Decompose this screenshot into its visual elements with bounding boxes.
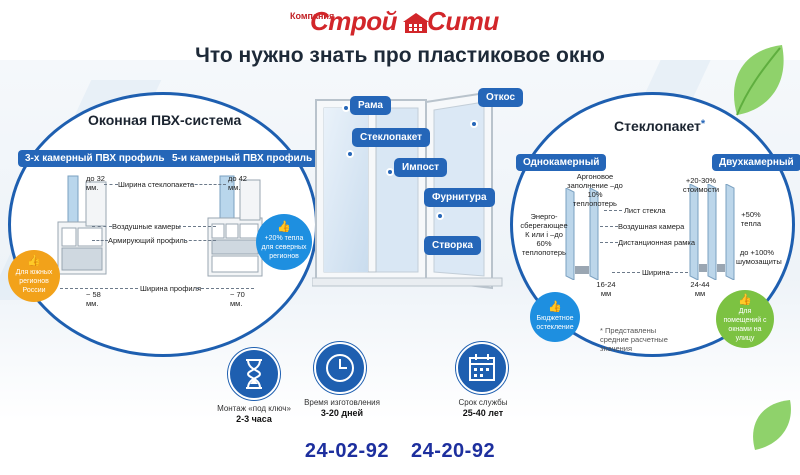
leader-line <box>600 242 618 243</box>
cost-note: +20-30% стоимости <box>682 176 720 194</box>
phone-2[interactable]: 24-20-92 <box>411 440 496 462</box>
install-time-caption: Монтаж «под ключ» 2-3 часа <box>208 404 300 424</box>
leader-line <box>92 226 112 227</box>
service-caption-text: Срок службы <box>458 398 508 407</box>
leader-line <box>60 288 138 289</box>
service-value-text: 25-40 лет <box>462 408 504 418</box>
badge-south-regions: 👍 Для южных регионов России <box>8 250 60 302</box>
width-label: Ширина <box>642 268 670 277</box>
leader-line <box>92 240 108 241</box>
single-width-value: 16-24 мм <box>596 280 616 298</box>
leader-line <box>612 272 640 273</box>
badge-budget-text: Бюджетное остекление <box>536 314 574 331</box>
marker-dot <box>436 212 444 220</box>
install-time-badge <box>228 348 280 400</box>
spacer-label: Дистанционная рамка <box>618 238 696 247</box>
badge-budget-glazing: 👍 Бюджетное остекление <box>530 292 580 342</box>
leader-line <box>604 210 622 211</box>
logo-main-text: Строй Сити <box>310 6 499 37</box>
width-5-label: ~ 70 мм. <box>230 290 245 308</box>
leader-line <box>670 272 688 273</box>
production-value-text: 3-20 дней <box>320 408 364 418</box>
glass-unit-asterisk: * <box>700 118 706 130</box>
house-icon <box>403 13 429 33</box>
production-time-badge <box>314 342 366 394</box>
window-part-mullion: Импост <box>394 158 448 177</box>
glass-5-size: до 42 мм. <box>228 174 247 192</box>
marker-dot <box>342 104 350 112</box>
profile-3-chamber-label: 3-х камерный ПВХ профиль <box>18 150 172 167</box>
leader-line <box>196 288 254 289</box>
logo-small-text: Компания <box>290 11 335 21</box>
marker-dot <box>346 150 354 158</box>
thumbs-up-icon: 👍 <box>548 300 562 313</box>
glass-width-label: Ширина стеклопакета <box>118 180 195 189</box>
profile-width-label: Ширина профиля <box>140 284 202 293</box>
double-chamber-label: Двухкамерный <box>712 154 800 171</box>
single-glass-unit-drawing <box>565 188 599 280</box>
badge-north-regions: 👍 +20% тепла для северных регионов <box>256 214 312 270</box>
glass-3-size: до 32 мм. <box>86 174 105 192</box>
install-caption-text: Монтаж «под ключ» <box>217 404 291 413</box>
phone-numbers: 24-02-92 24-20-92 <box>0 440 800 463</box>
glass-unit-title: Стеклопакет* <box>614 118 705 134</box>
leader-line <box>600 226 618 227</box>
badge-north-text: +20% тепла для северных регионов <box>261 235 307 260</box>
air-chamber-label: Воздушная камера <box>618 222 685 231</box>
window-part-slope: Откос <box>478 88 524 107</box>
thumbs-up-icon: 👍 <box>738 293 752 306</box>
leader-line <box>190 184 226 185</box>
energy-saving-note: Энерго-сберегающее К или i –до 60% тепло… <box>520 212 568 257</box>
window-part-glass-unit: Стеклопакет <box>352 128 431 147</box>
width-3-label: ~ 58 мм. <box>86 290 101 308</box>
leader-line <box>184 240 216 241</box>
profile-5-chamber-drawing <box>207 175 263 277</box>
marker-dot <box>470 120 478 128</box>
profile-3-chamber-drawing <box>57 175 107 275</box>
window-part-hardware: Фурнитура <box>424 188 495 207</box>
single-chamber-label: Однокамерный <box>516 154 607 171</box>
profile-5-chamber-label: 5-и камерный ПВХ профиль <box>165 150 320 167</box>
production-caption-text: Время изготовления <box>304 398 380 407</box>
thumbs-up-icon: 👍 <box>277 221 291 233</box>
glass-sheet-label: Лист стекла <box>624 206 666 215</box>
leaf-icon <box>734 45 784 116</box>
hourglass-icon <box>246 359 262 389</box>
leader-line <box>178 226 216 227</box>
warmth-note: +50% тепла <box>740 210 762 228</box>
noise-note: до +100% шумозащиты <box>736 248 782 266</box>
clock-icon <box>326 354 354 382</box>
badge-street-text: Для помещений с окнами на улицу <box>723 307 767 342</box>
calendar-icon <box>469 354 495 381</box>
badge-street-windows: 👍 Для помещений с окнами на улицу <box>716 290 774 348</box>
service-life-caption: Срок службы 25-40 лет <box>438 398 528 418</box>
reinforcing-profile-label: Армирующий профиль <box>108 236 188 245</box>
glass-unit-title-text: Стеклопакет <box>614 118 701 134</box>
air-chambers-label: Воздушные камеры <box>112 222 181 231</box>
install-value-text: 2-3 часа <box>236 414 272 424</box>
page-title: Что нужно знать про пластиковое окно <box>195 44 605 67</box>
window-part-sash: Створка <box>424 236 481 255</box>
production-time-caption: Время изготовления 3-20 дней <box>296 398 388 418</box>
company-logo: Компания Строй Сити <box>290 6 520 36</box>
leaf-icon <box>753 400 791 450</box>
pvc-system-title: Оконная ПВХ-система <box>88 112 242 128</box>
marker-dot <box>386 168 394 176</box>
leader-line <box>104 184 118 185</box>
window-part-frame: Рама <box>350 96 391 115</box>
double-width-value: 24-44 мм <box>690 280 710 298</box>
badge-south-text: Для южных регионов России <box>15 269 53 294</box>
logo-word-right: Сити <box>427 6 499 36</box>
logo-word-left: Строй <box>310 6 398 36</box>
argon-note: Аргоновое заполнение –до 10% теплопотерь <box>567 172 623 208</box>
footnote: * Представлены средние расчетные значени… <box>600 326 668 353</box>
service-life-badge <box>456 342 508 394</box>
phone-1[interactable]: 24-02-92 <box>304 440 389 462</box>
double-glass-unit-drawing <box>689 184 735 280</box>
thumbs-up-icon: 👍 <box>27 255 41 267</box>
